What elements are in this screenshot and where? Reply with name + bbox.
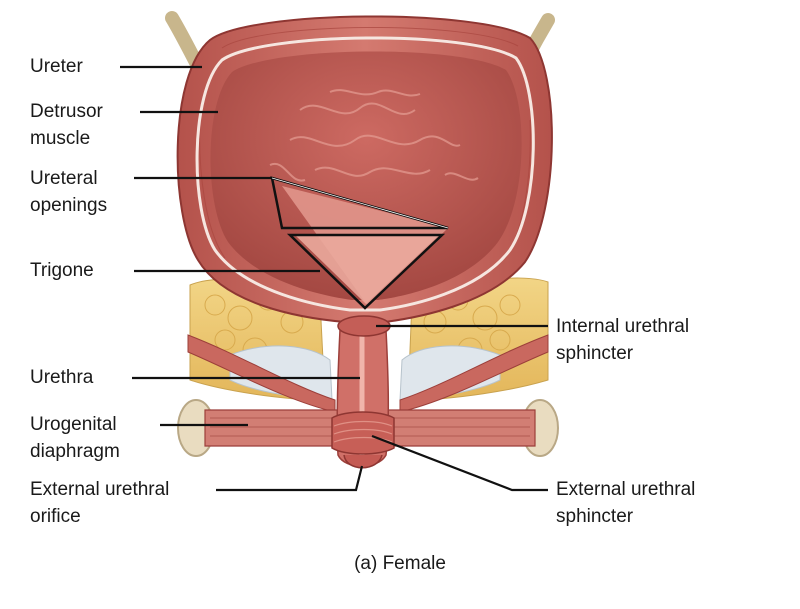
bladder-lining bbox=[195, 36, 535, 312]
bladder-interior bbox=[210, 51, 522, 300]
label-external-orifice-line2: orifice bbox=[30, 506, 81, 527]
bladder-rugae bbox=[269, 89, 479, 182]
label-external-orifice-line1: External urethral bbox=[30, 479, 170, 500]
trigone-triangle bbox=[286, 233, 446, 310]
label-urogenital-line1: Urogenital bbox=[30, 414, 117, 435]
label-external-sphincter-line1: External urethral bbox=[556, 479, 696, 500]
label-urogenital-line2: diaphragm bbox=[30, 441, 120, 462]
label-ureteral-openings-line1: Ureteral bbox=[30, 168, 98, 189]
label-ureter: Ureter bbox=[30, 56, 83, 77]
label-detrusor-line2: muscle bbox=[30, 128, 91, 149]
label-internal-sphincter-line2: sphincter bbox=[556, 343, 634, 364]
label-trigone: Trigone bbox=[30, 260, 94, 281]
label-internal-sphincter-line1: Internal urethral bbox=[556, 316, 690, 337]
label-external-sphincter-line2: sphincter bbox=[556, 506, 634, 527]
leader-external-orifice bbox=[216, 465, 364, 492]
external-sphincter-bands bbox=[333, 420, 393, 443]
leader-external-sphincter bbox=[371, 434, 548, 492]
figure-caption: (a) Female bbox=[354, 553, 446, 574]
label-ureteral-openings-line2: openings bbox=[30, 195, 108, 216]
trigone-region-inner bbox=[296, 234, 440, 304]
external-sphincter bbox=[331, 411, 395, 455]
label-urethra: Urethra bbox=[30, 367, 94, 388]
urethral-orifice bbox=[343, 454, 383, 469]
ureteral-openings-triangle-outline bbox=[271, 177, 449, 229]
label-detrusor-line1: Detrusor bbox=[30, 101, 103, 122]
leader-lines bbox=[120, 65, 548, 492]
